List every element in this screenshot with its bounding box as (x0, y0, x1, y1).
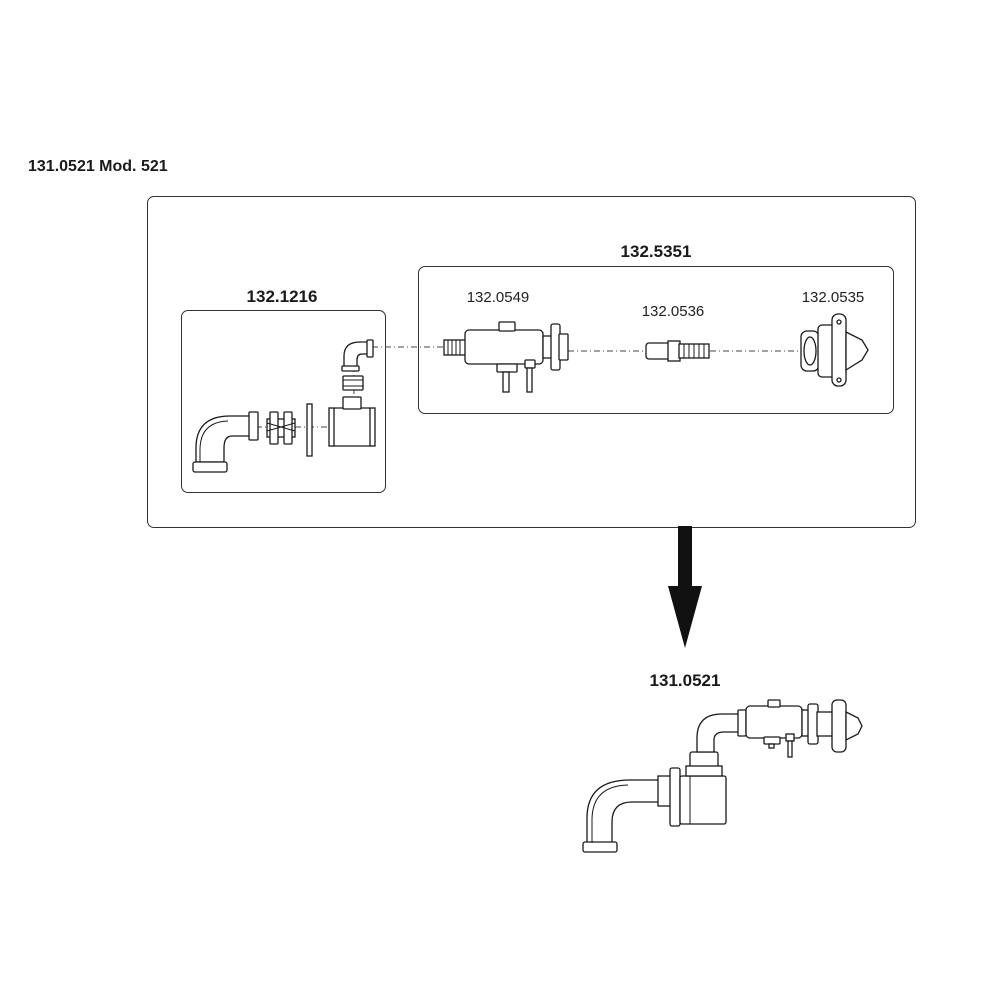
flange-valve-icon (800, 313, 869, 387)
part-label-0536: 132.0536 (641, 303, 705, 320)
part-label-0535: 132.0535 (801, 289, 865, 306)
washer-icon (306, 403, 313, 457)
assembly-label: 131.0521 (649, 671, 721, 690)
diagram-title: 131.0521 Mod. 521 (28, 158, 168, 175)
hex-nipple-icon (266, 411, 296, 445)
threaded-pin-icon (645, 340, 710, 362)
small-elbow-icon (341, 339, 374, 372)
part-label-0549: 132.0549 (466, 289, 530, 306)
tee-fitting-icon (328, 396, 376, 447)
assembled-unit-icon (582, 699, 863, 853)
small-nut-icon (342, 375, 364, 391)
assembly-arrow-icon (668, 526, 702, 648)
group-label-left: 132.1216 (246, 287, 318, 306)
large-elbow-icon (192, 411, 259, 473)
adapter-body-icon (443, 321, 569, 393)
group-label-right: 132.5351 (620, 242, 692, 261)
